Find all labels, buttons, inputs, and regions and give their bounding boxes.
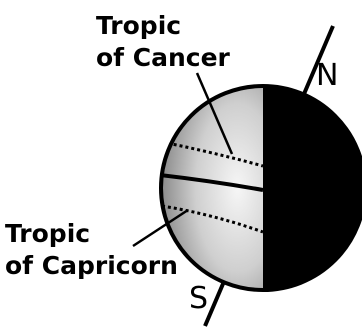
south-pole-label: S [189, 281, 208, 316]
night-side [263, 86, 362, 290]
tropic-capricorn-label-line2: of Capricorn [5, 251, 178, 280]
tropic-cancer-label-line1: Tropic [96, 11, 181, 40]
north-pole-label: N [316, 58, 338, 93]
globe [160, 86, 362, 290]
tropic-capricorn-label-line1: Tropic [5, 219, 90, 248]
tropic-cancer-label-line2: of Cancer [96, 43, 231, 72]
